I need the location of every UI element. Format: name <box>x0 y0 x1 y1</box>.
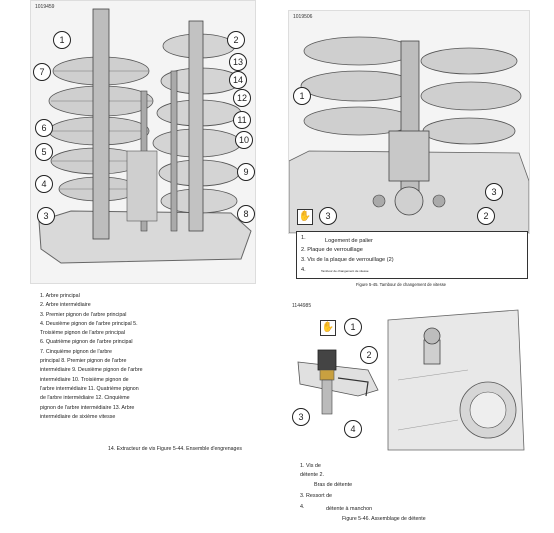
callout-14: 14 <box>229 71 247 89</box>
legend-text: Logement de palier <box>325 238 373 244</box>
gear-assembly-figure: 1019459 1 2 13 <box>30 0 256 284</box>
figure-id: 1144985 <box>292 303 312 309</box>
legend-line: 6. Quatrième pignon de l'arbre principal <box>40 339 133 346</box>
detent-illustration <box>297 309 525 451</box>
legend-text: Tambour de changement de vitesse <box>321 269 369 273</box>
legend-text: 2. Plaque de verrouillage <box>301 247 363 253</box>
legend-text: Bras de détente <box>314 482 353 488</box>
callout-3: 3 <box>292 408 310 426</box>
legend-num: 1. <box>301 235 306 241</box>
callout-1: 1 <box>344 318 362 336</box>
legend-line: 4. Deuxième pignon de l'arbre principal … <box>40 320 138 327</box>
legend-text: détente à manchon <box>326 506 373 512</box>
legend-text: 1. Vis de <box>300 463 321 469</box>
callout-6: 6 <box>35 119 53 137</box>
legend-num: 4. <box>300 504 305 510</box>
callout-3: 3 <box>37 207 55 225</box>
legend-text: 3. Ressort de <box>300 493 333 499</box>
callout-11: 11 <box>233 111 251 129</box>
callout-2: 2 <box>227 31 245 49</box>
legend-text: détente 2. <box>300 472 324 478</box>
legend-line: intermédiaire 10. Troisième pignon de <box>40 376 129 383</box>
legend-line: pignon de l'arbre intermédiaire 13. Arbr… <box>40 404 135 411</box>
legend-line: l'arbre intermédiaire 11. Quatrième pign… <box>40 385 139 392</box>
legend-line: 2. Arbre intermédiaire <box>40 302 91 309</box>
callout-8: 8 <box>237 205 255 223</box>
callout-3b: 3 <box>485 183 503 201</box>
callout-10: 10 <box>235 131 253 149</box>
legend-line: intermédiaire de sixième vitesse <box>40 413 116 420</box>
legend-line: 1. Arbre principal <box>40 293 80 299</box>
legend-num: 4. <box>301 267 306 273</box>
gear-assembly-illustration <box>38 8 252 264</box>
figure-id: 1019459 <box>35 4 55 10</box>
detent-assembly-figure: 1144985 ✋ 1 2 3 4 <box>288 300 528 454</box>
shift-drum-illustration <box>289 36 529 233</box>
figure1-legend: 1. Arbre principal 2. Arbre intermédiair… <box>40 292 290 422</box>
legend-line: 3. Premier pignon de l'arbre principal <box>40 311 127 318</box>
callout-4: 4 <box>35 175 53 193</box>
figure1-caption: 14. Extracteur de vis Figure 5-44. Ensem… <box>108 446 242 452</box>
legend-text: 3. Vis de la plaque de verrouillage (2) <box>301 257 394 263</box>
callout-9: 9 <box>237 163 255 181</box>
shift-drum-figure: 1019506 1 2 3 3 ✋ <box>288 10 530 234</box>
callout-2: 2 <box>360 346 378 364</box>
warning-hand-icon: ✋ <box>297 209 313 225</box>
callout-3: 3 <box>319 207 337 225</box>
callout-1: 1 <box>293 87 311 105</box>
callout-2: 2 <box>477 207 495 225</box>
warning-hand-icon: ✋ <box>320 320 336 336</box>
legend-line: intermédiaire 9. Deuxième pignon de l'ar… <box>40 367 143 374</box>
figure2-legend: 1. Logement de palier 2. Plaque de verro… <box>296 231 528 279</box>
legend-line: principal 8. Premier pignon de l'arbre <box>40 358 127 365</box>
callout-7: 7 <box>33 63 51 81</box>
figure2-caption: Figure 5-45. Tambour de changement de vi… <box>356 282 447 287</box>
callout-13: 13 <box>229 53 247 71</box>
figure3-caption: Figure 5-46. Assemblage de détente <box>342 516 426 522</box>
callout-5: 5 <box>35 143 53 161</box>
legend-line: 7. Cinquième pignon de l'arbre <box>40 348 112 355</box>
callout-12: 12 <box>233 89 251 107</box>
figure-id: 1019506 <box>293 14 313 20</box>
legend-line: de l'arbre intermédiaire 12. Cinquième <box>40 395 130 402</box>
callout-1: 1 <box>53 31 71 49</box>
legend-line: Troisième pignon de l'arbre principal <box>40 330 126 337</box>
callout-4: 4 <box>344 420 362 438</box>
